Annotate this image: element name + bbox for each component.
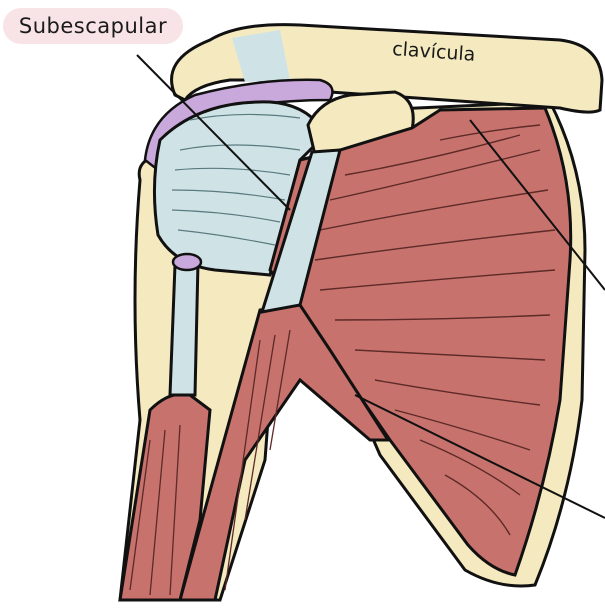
tendon-knob (173, 254, 201, 270)
short-head-tendon (170, 262, 198, 395)
subescapular-label: Subescapular (3, 8, 183, 44)
subescapular-label-text: Subescapular (19, 14, 167, 38)
